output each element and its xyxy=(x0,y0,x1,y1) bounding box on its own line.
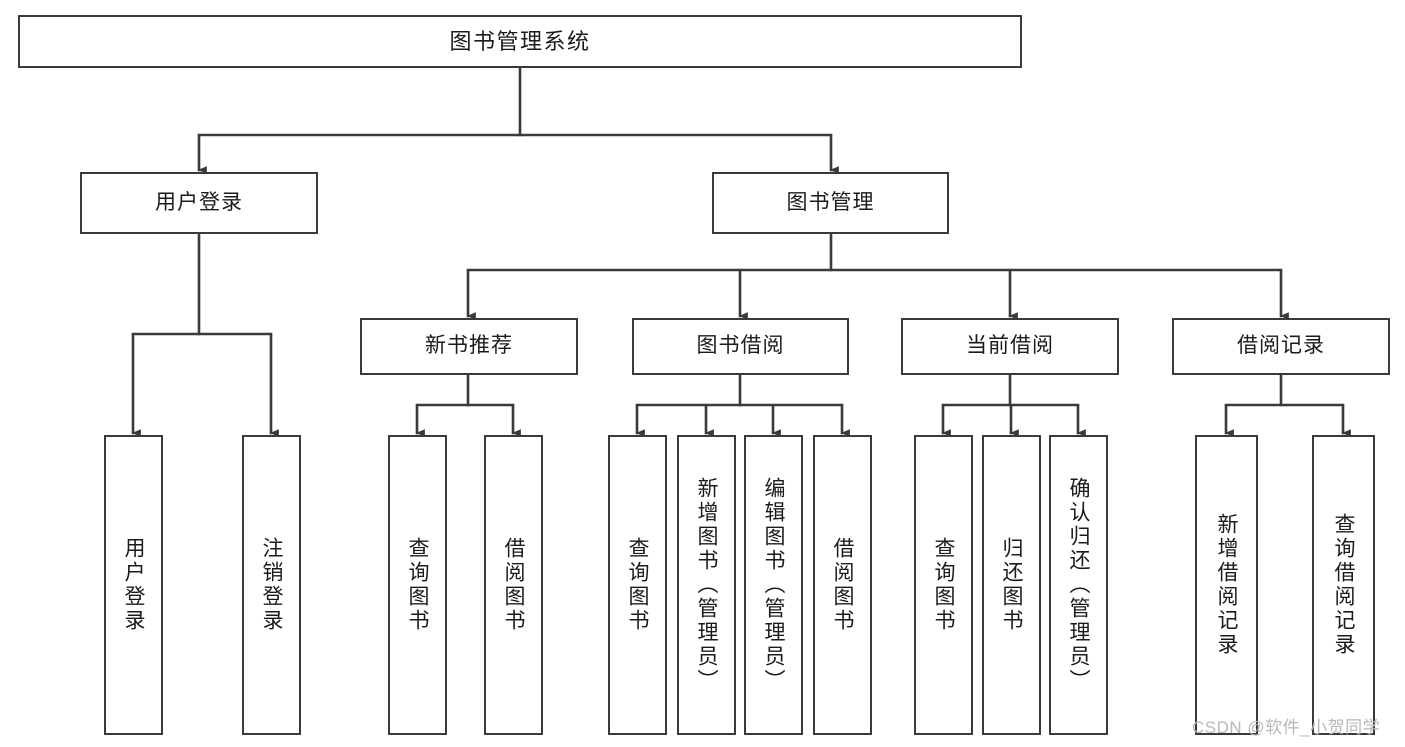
node-label: 图书借阅 xyxy=(696,334,785,358)
node-label: 注销登录 xyxy=(260,537,283,633)
leaf-return-book[interactable]: 归还图书 xyxy=(982,435,1041,735)
leaf-add-book-admin[interactable]: 新增图书（管理员） xyxy=(677,435,736,735)
leaf-confirm-return-admin[interactable]: 确认归还（管理员） xyxy=(1049,435,1108,735)
leaf-query-book-recommendation[interactable]: 查询图书 xyxy=(388,435,447,735)
node-label: 查询图书 xyxy=(626,537,649,633)
leaf-borrow-book-recommendation[interactable]: 借阅图书 xyxy=(484,435,543,735)
node-label: 查询借阅记录 xyxy=(1332,513,1355,657)
node-label: 当前借阅 xyxy=(966,334,1054,358)
node-user-login[interactable]: 用户登录 xyxy=(80,172,318,234)
node-new-book-recommendation[interactable]: 新书推荐 xyxy=(360,318,578,375)
node-label: 用户登录 xyxy=(122,537,145,633)
csdn-watermark: CSDN @软件_小贺同学 xyxy=(1192,718,1381,737)
leaf-add-borrow-record[interactable]: 新增借阅记录 xyxy=(1195,435,1258,735)
node-borrow-record[interactable]: 借阅记录 xyxy=(1172,318,1390,375)
node-label: 借阅记录 xyxy=(1237,334,1325,358)
leaf-edit-book-admin[interactable]: 编辑图书（管理员） xyxy=(744,435,803,735)
node-label: 新增借阅记录 xyxy=(1215,513,1238,657)
node-label: 归还图书 xyxy=(1000,537,1023,633)
node-book-management[interactable]: 图书管理 xyxy=(712,172,949,234)
node-label: 图书管理系统 xyxy=(449,28,591,54)
node-label: 借阅图书 xyxy=(831,537,854,633)
node-root-book-management-system[interactable]: 图书管理系统 xyxy=(18,15,1022,68)
node-book-borrow[interactable]: 图书借阅 xyxy=(632,318,849,375)
node-label: 新增图书（管理员） xyxy=(695,477,718,693)
leaf-user-login[interactable]: 用户登录 xyxy=(104,435,163,735)
node-label: 用户登录 xyxy=(155,190,243,214)
node-label: 确认归还（管理员） xyxy=(1067,477,1090,693)
node-current-borrow[interactable]: 当前借阅 xyxy=(901,318,1119,375)
node-label: 借阅图书 xyxy=(502,537,525,633)
node-label: 查询图书 xyxy=(932,537,955,633)
leaf-logout[interactable]: 注销登录 xyxy=(242,435,301,735)
leaf-query-borrow-record[interactable]: 查询借阅记录 xyxy=(1312,435,1375,735)
node-label: 编辑图书（管理员） xyxy=(762,477,785,693)
node-label: 新书推荐 xyxy=(425,334,513,358)
node-label: 图书管理 xyxy=(786,190,875,214)
node-label: 查询图书 xyxy=(406,537,429,633)
leaf-query-book-borrow[interactable]: 查询图书 xyxy=(608,435,667,735)
leaf-query-book-current[interactable]: 查询图书 xyxy=(914,435,973,735)
leaf-borrow-book[interactable]: 借阅图书 xyxy=(813,435,872,735)
